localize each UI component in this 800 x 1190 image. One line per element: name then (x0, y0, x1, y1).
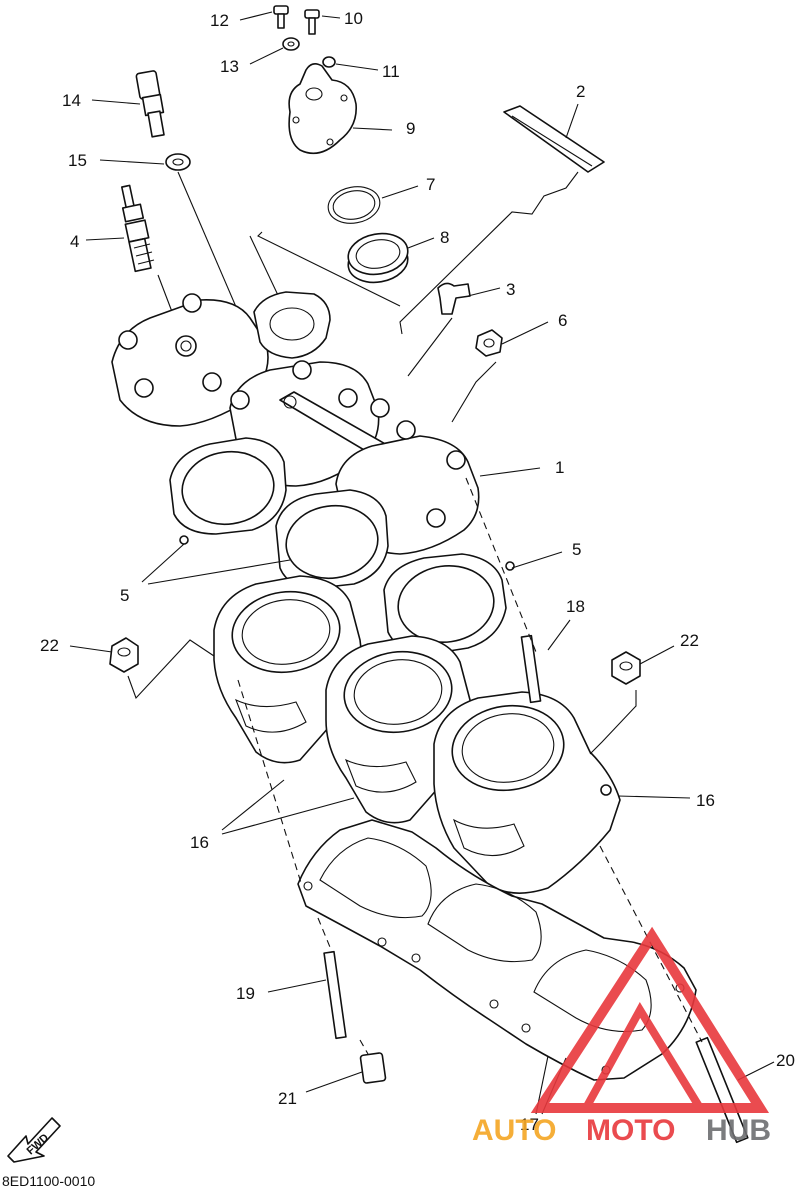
callout-8: 8 (440, 228, 449, 247)
part-cylinders-16 (213, 575, 691, 894)
callout-6: 6 (558, 311, 567, 330)
part-washer-15 (99, 153, 191, 171)
part-nut-6 (475, 321, 549, 357)
automotohub-logo: AUTO MOTO HUB (472, 926, 771, 1147)
callout-3: 3 (506, 280, 515, 299)
part-fitting-3 (437, 282, 501, 315)
callout-18: 18 (566, 597, 585, 616)
callout-19: 19 (236, 984, 255, 1003)
callout-11: 11 (382, 62, 400, 81)
callout-16-left: 16 (190, 833, 209, 852)
part-washer-13 (249, 37, 300, 65)
callout-1: 1 (555, 458, 564, 477)
callout-5-left: 5 (120, 586, 129, 605)
part-stud-18 (520, 619, 571, 704)
part-stud-19 (267, 950, 347, 1040)
part-emblem-2 (503, 103, 605, 173)
callout-5-right: 5 (572, 540, 581, 559)
part-head-gaskets-5 (141, 437, 563, 655)
logo-triangle-outer (530, 926, 770, 1113)
callout-17: 17 (520, 1115, 539, 1134)
part-oring-7 (327, 185, 419, 224)
callout-12: 12 (210, 11, 229, 30)
logo-text-moto: MOTO (586, 1114, 675, 1147)
callout-9: 9 (406, 119, 415, 138)
logo-text-hub: HUB (706, 1114, 771, 1147)
callout-2: 2 (576, 82, 585, 101)
callout-22-left: 22 (40, 636, 59, 655)
part-thermostat-8 (347, 232, 435, 284)
part-nut-22-left (69, 637, 139, 673)
callout-21: 21 (278, 1089, 297, 1108)
part-bolt-12 (239, 5, 289, 29)
callout-7: 7 (426, 175, 435, 194)
callout-10: 10 (344, 9, 363, 28)
part-sensor-14 (91, 70, 165, 138)
callout-16-right: 16 (696, 791, 715, 810)
part-cylinder-head-1 (111, 291, 541, 555)
callout-20: 20 (776, 1051, 795, 1070)
logo-triangle-inner (582, 1002, 704, 1111)
callout-22-right: 22 (680, 631, 699, 650)
part-nut-21 (305, 1052, 387, 1093)
logo-text-auto: AUTO (472, 1114, 556, 1147)
callout-14: 14 (62, 91, 81, 110)
diagram-code: 8ED1100-0010 (2, 1173, 95, 1189)
part-nut-22-right (611, 645, 675, 685)
part-bolt-10 (304, 9, 341, 35)
callout-15: 15 (68, 151, 87, 170)
callout-4: 4 (70, 232, 79, 251)
forward-arrow-icon: FWD (7, 1117, 61, 1163)
part-oring-11 (322, 56, 379, 71)
part-thermostat-cover-9 (288, 62, 393, 155)
part-spark-plug-4 (85, 184, 183, 339)
callout-13: 13 (220, 57, 239, 76)
